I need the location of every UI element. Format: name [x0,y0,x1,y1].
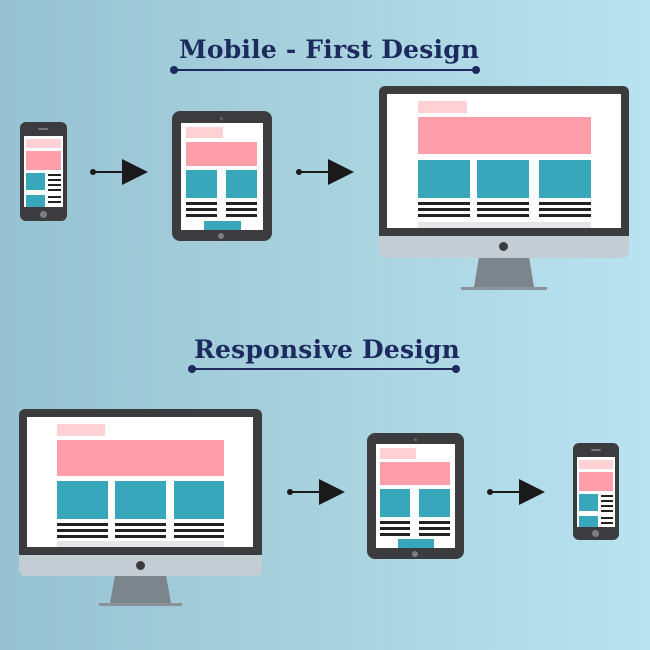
mobile-first-underline [170,66,480,74]
desktop-monitor-icon [19,409,262,607]
smartphone-icon [20,122,67,221]
desktop-monitor-icon [379,86,629,292]
right-arrow-icon [296,159,356,185]
responsive-design-title: Responsive Design [194,335,461,364]
right-arrow-icon [487,479,547,505]
mobile-first-title: Mobile - First Design [179,35,480,64]
tablet-icon [367,433,464,559]
right-arrow-icon [90,159,150,185]
tablet-icon [172,111,272,241]
right-arrow-icon [287,479,347,505]
smartphone-icon [573,443,619,540]
responsive-design-underline [188,365,460,373]
